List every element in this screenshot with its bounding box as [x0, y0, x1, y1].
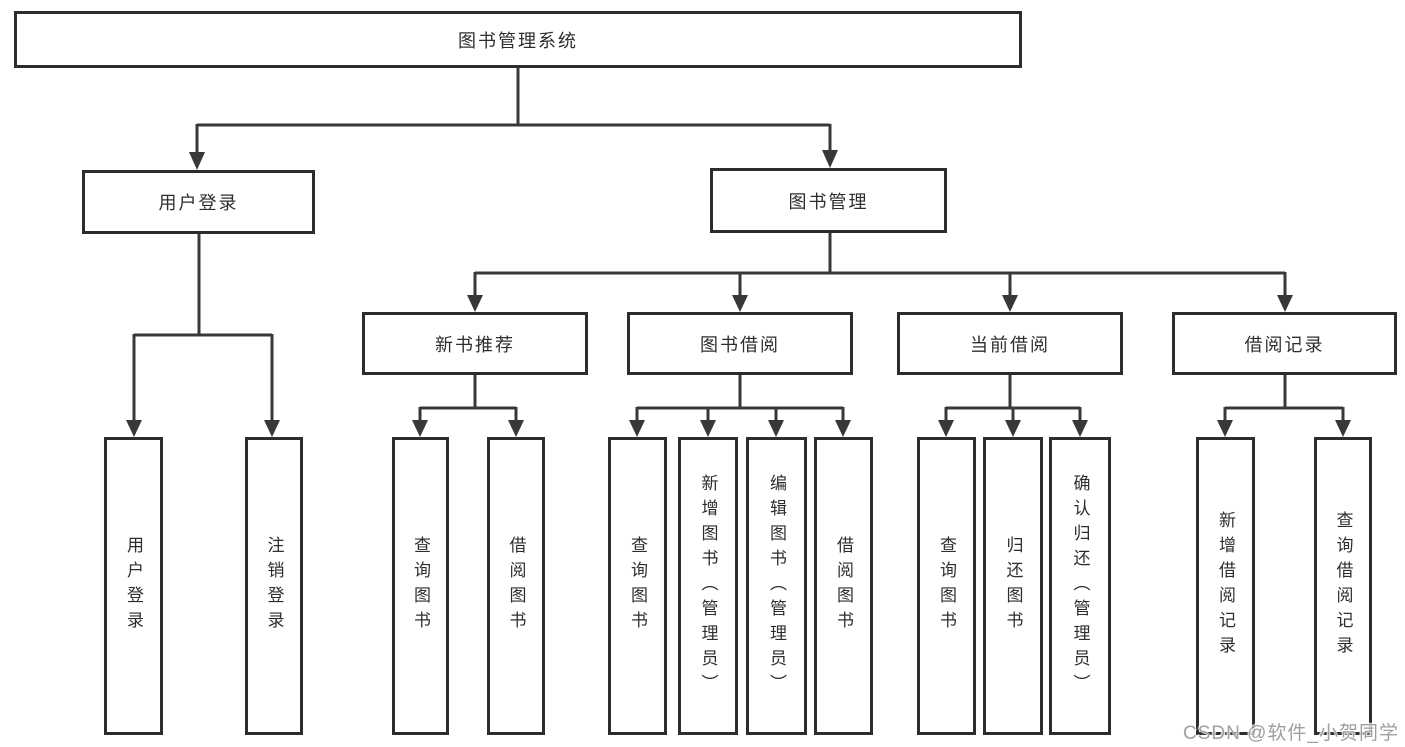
leaf-query-borrow-record: 查询借阅记录	[1314, 437, 1372, 735]
node-book-management: 图书管理	[710, 168, 947, 233]
node-user-login-label: 用户登录	[158, 193, 239, 213]
leaf-user-login: 用户登录	[104, 437, 163, 735]
node-current-borrow-label: 当前借阅	[970, 334, 1050, 355]
node-root: 图书管理系统	[14, 11, 1022, 68]
leaf-add-books-admin-label: 新增图书（管理员）	[698, 473, 718, 699]
leaf-add-borrow-record: 新增借阅记录	[1196, 437, 1255, 735]
node-borrow-records: 借阅记录	[1172, 312, 1397, 375]
node-root-label: 图书管理系统	[458, 30, 578, 51]
leaf-query-books-newbook: 查询图书	[392, 437, 449, 735]
csdn-watermark: CSDN @软件_小贺同学	[1183, 723, 1399, 744]
leaf-add-borrow-record-label: 新增借阅记录	[1216, 511, 1235, 661]
arrowheads	[126, 150, 1351, 437]
leaf-edit-books-admin: 编辑图书（管理员）	[746, 437, 807, 735]
leaf-return-books: 归还图书	[983, 437, 1043, 735]
leaf-edit-books-admin-label: 编辑图书（管理员）	[767, 473, 786, 699]
leaf-borrow-books-newbook: 借阅图书	[487, 437, 545, 735]
node-current-borrow: 当前借阅	[897, 312, 1123, 375]
leaf-return-books-label: 归还图书	[1003, 536, 1023, 636]
node-book-borrow: 图书借阅	[627, 312, 853, 375]
node-book-borrow-label: 图书借阅	[700, 334, 780, 355]
leaf-user-login-label: 用户登录	[124, 536, 143, 636]
node-new-book-recommend-label: 新书推荐	[435, 334, 515, 355]
node-borrow-records-label: 借阅记录	[1244, 334, 1325, 355]
leaf-query-books-current: 查询图书	[917, 437, 976, 735]
leaf-query-books-newbook-label: 查询图书	[411, 536, 430, 636]
node-new-book-recommend: 新书推荐	[362, 312, 588, 375]
leaf-confirm-return-admin-label: 确认归还（管理员）	[1070, 473, 1090, 699]
leaf-query-books-borrow-label: 查询图书	[628, 536, 647, 636]
leaf-query-books-borrow: 查询图书	[608, 437, 667, 735]
leaf-query-books-current-label: 查询图书	[937, 536, 956, 636]
leaf-borrow-books-newbook-label: 借阅图书	[506, 536, 526, 636]
leaf-borrow-books: 借阅图书	[814, 437, 873, 735]
leaf-add-books-admin: 新增图书（管理员）	[678, 437, 738, 735]
leaf-logout: 注销登录	[245, 437, 303, 735]
leaf-logout-label: 注销登录	[264, 536, 284, 636]
leaf-query-borrow-record-label: 查询借阅记录	[1333, 511, 1353, 661]
node-user-login: 用户登录	[82, 170, 315, 234]
node-book-management-label: 图书管理	[788, 191, 869, 212]
leaf-borrow-books-label: 借阅图书	[834, 536, 853, 636]
leaf-confirm-return-admin: 确认归还（管理员）	[1049, 437, 1111, 735]
